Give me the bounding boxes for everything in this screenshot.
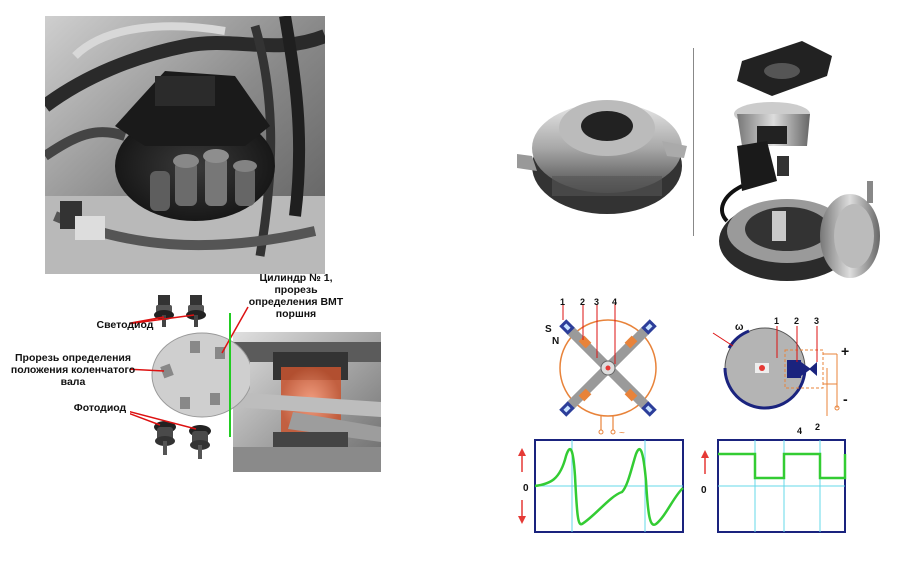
label-slot-line3: вала xyxy=(60,376,86,388)
graph-left-zero: 0 xyxy=(523,483,529,494)
hall-signal-square-wave xyxy=(718,452,847,480)
engine-distributor-photo xyxy=(45,16,325,274)
inductive-num-4: 4 xyxy=(612,297,617,307)
distributor-exploded-photo xyxy=(712,16,887,288)
coil-circle xyxy=(559,319,657,417)
omega-label: ω xyxy=(735,322,744,333)
inductive-signal-graph: 0 xyxy=(518,439,684,533)
graph-right-zero: 0 xyxy=(701,485,707,496)
hall-minus: - xyxy=(843,391,848,407)
hall-sensor-assembly-photo xyxy=(512,86,692,226)
output-tilde: ~ xyxy=(619,428,625,439)
inductive-num-1: 1 xyxy=(560,297,565,307)
pole-n: N xyxy=(552,336,559,347)
hall-num-4: 4 xyxy=(797,426,802,436)
photodiode-component-left xyxy=(154,421,176,455)
label-cylinder-line1: Цилиндр № 1, xyxy=(259,272,333,284)
hall-num-3: 3 xyxy=(814,316,819,326)
label-cylinder-line4: поршня xyxy=(275,308,317,320)
hall-num-2: 2 xyxy=(794,316,799,326)
inductive-num-3: 3 xyxy=(594,297,599,307)
pole-s: S xyxy=(545,324,552,335)
label-cylinder-line3: определения ВМТ xyxy=(248,296,344,308)
photodiode-component-right xyxy=(189,425,211,459)
label-slot-line1: Прорезь определения xyxy=(14,352,132,364)
label-led: Светодиод xyxy=(96,319,154,331)
hall-num-2b: 2 xyxy=(815,422,820,432)
optical-sensor-cutaway xyxy=(233,332,381,472)
inductive-sensor-schematic: 1 2 3 4 S N ~ xyxy=(545,297,657,439)
led-component-right xyxy=(186,295,206,327)
hall-signal-graph: 0 xyxy=(701,439,847,533)
hall-sensor-schematic: ω 1 2 3 4 2 + - xyxy=(712,316,849,436)
hall-plus: + xyxy=(841,343,849,359)
label-cylinder-line2: прорезь xyxy=(274,284,318,296)
label-photodiode: Фотодиод xyxy=(73,402,127,414)
label-slot-line2: положения коленчатого xyxy=(10,364,136,376)
inductive-signal-curve xyxy=(534,447,684,526)
photo-divider xyxy=(693,48,694,236)
label-cylinder: Цилиндр № 1, прорезь определения ВМТ пор… xyxy=(246,272,346,320)
hall-num-1: 1 xyxy=(774,316,779,326)
inductive-num-2: 2 xyxy=(580,297,585,307)
optical-disk-drawing xyxy=(130,295,250,459)
label-slot: Прорезь определения положения коленчатог… xyxy=(8,352,138,388)
